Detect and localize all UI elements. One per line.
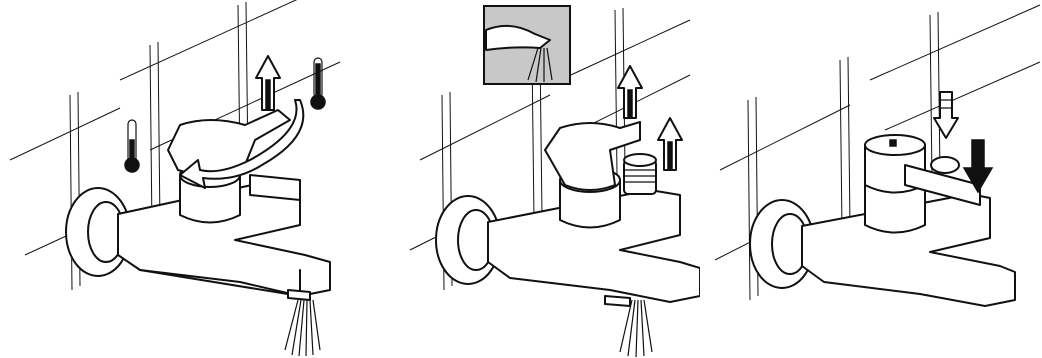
spout-spray-inset xyxy=(484,6,570,84)
cold-thermometer-icon xyxy=(125,120,139,172)
panel-diverter-reset xyxy=(700,0,1042,358)
water-spray-icon xyxy=(620,300,652,357)
hot-thermometer-icon xyxy=(311,58,325,109)
faucet-diagram-3 xyxy=(700,0,1042,358)
diverter-up-arrow-icon xyxy=(658,118,682,170)
faucet-diagram-1 xyxy=(0,0,350,358)
flow-up-arrow-icon xyxy=(256,56,280,110)
panel-temperature-adjust xyxy=(0,0,350,358)
lever-up-arrow-icon xyxy=(618,66,642,118)
water-spray-icon xyxy=(285,300,320,356)
faucet-diagram-2 xyxy=(350,0,700,358)
panel-diverter-pull xyxy=(350,0,700,358)
lever-down-arrow-icon xyxy=(934,92,958,138)
